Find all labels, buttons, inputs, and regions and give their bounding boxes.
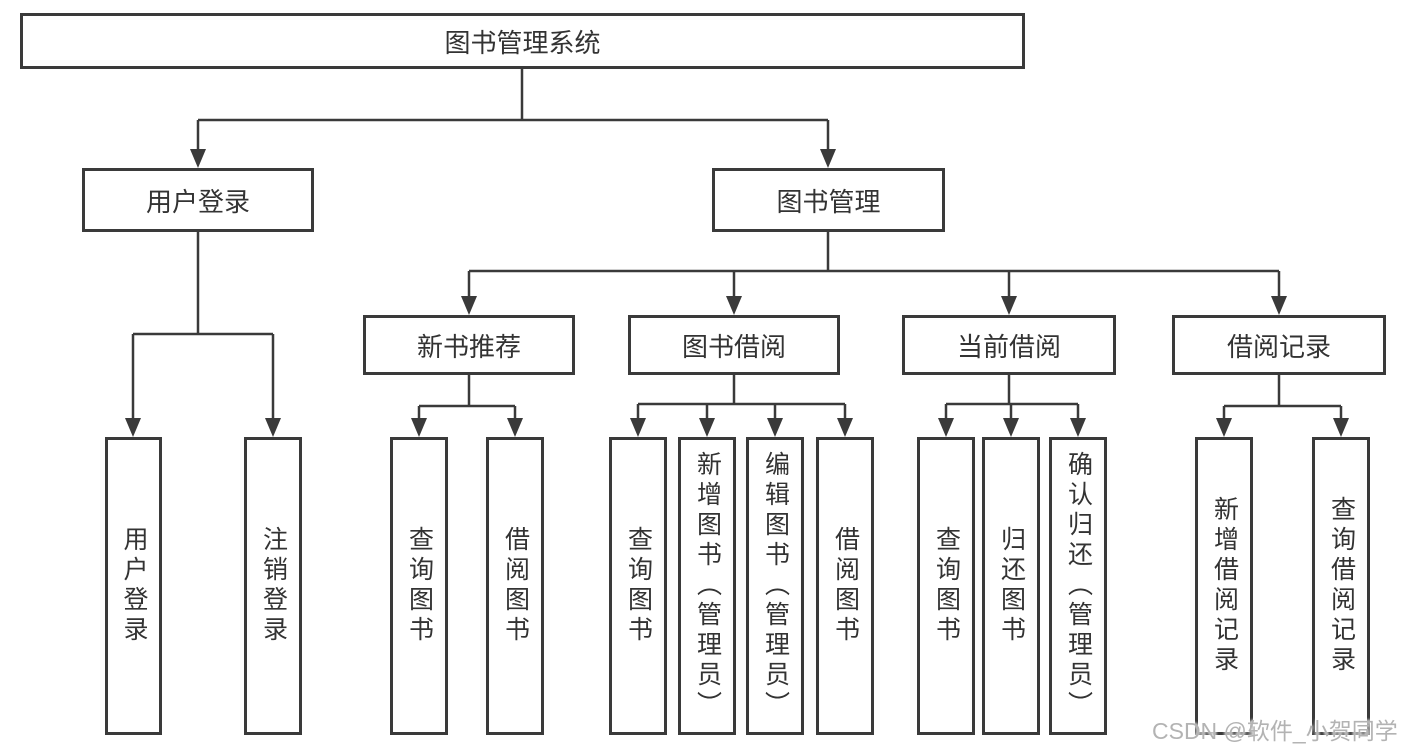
node-label: 查询借阅记录 (1327, 496, 1356, 676)
node-edit-books-admin-leaf: 编辑图书（管理员） (746, 437, 804, 735)
node-book-management-group: 图书管理 (712, 168, 945, 232)
arrowhead-icon (726, 296, 742, 315)
node-label: 图书借阅 (681, 331, 786, 362)
arrowhead-icon (820, 149, 836, 168)
node-book-borrow-group: 图书借阅 (628, 315, 840, 375)
arrowhead-icon (1333, 418, 1349, 437)
arrowhead-icon (837, 418, 853, 437)
node-query-books-leaf: 查询图书 (917, 437, 975, 735)
node-borrow-records-group: 借阅记录 (1172, 315, 1386, 375)
node-label: 新增图书（管理员） (693, 451, 722, 721)
node-add-borrow-record-leaf: 新增借阅记录 (1195, 437, 1253, 735)
node-new-book-recommend-group: 新书推荐 (363, 315, 575, 375)
arrowhead-icon (507, 418, 523, 437)
node-current-borrow-group: 当前借阅 (902, 315, 1116, 375)
node-query-books-leaf: 查询图书 (390, 437, 448, 735)
node-label: 用户登录 (120, 526, 148, 646)
node-label: 借阅图书 (831, 526, 860, 646)
arrowhead-icon (1003, 418, 1019, 437)
node-borrow-books-leaf: 借阅图书 (816, 437, 874, 735)
node-label: 查询图书 (932, 526, 961, 646)
node-label: 确认归还（管理员） (1064, 451, 1093, 721)
node-logout-leaf: 注销登录 (244, 437, 302, 735)
node-label: 用户登录 (145, 186, 250, 217)
node-library-management-system: 图书管理系统 (20, 13, 1025, 69)
node-label: 借阅图书 (501, 526, 530, 646)
arrowheads-group (125, 149, 1349, 437)
node-label: 注销登录 (259, 526, 288, 646)
node-label: 图书管理系统 (444, 27, 601, 58)
node-label: 当前借阅 (956, 331, 1061, 362)
node-label: 新书推荐 (416, 331, 521, 362)
arrowhead-icon (1216, 418, 1232, 437)
node-borrow-books-leaf: 借阅图书 (486, 437, 544, 735)
csdn-watermark: CSDN @软件_小贺同学 (1152, 718, 1398, 744)
node-label: 查询图书 (405, 526, 434, 646)
node-add-books-admin-leaf: 新增图书（管理员） (678, 437, 736, 735)
node-user-login-leaf: 用户登录 (105, 437, 162, 735)
arrowhead-icon (699, 418, 715, 437)
arrowhead-icon (1070, 418, 1086, 437)
node-label: 编辑图书（管理员） (761, 451, 790, 721)
node-label: 查询图书 (624, 526, 653, 646)
node-user-login-group: 用户登录 (82, 168, 314, 232)
arrowhead-icon (190, 149, 206, 168)
arrowhead-icon (1271, 296, 1287, 315)
node-query-borrow-record-leaf: 查询借阅记录 (1312, 437, 1370, 735)
node-label: 图书管理 (776, 186, 881, 217)
connector-lines (131, 69, 1343, 420)
arrowhead-icon (461, 296, 477, 315)
node-label: 新增借阅记录 (1210, 496, 1239, 676)
node-label: 归还图书 (997, 526, 1026, 646)
arrowhead-icon (938, 418, 954, 437)
node-label: 借阅记录 (1226, 331, 1331, 362)
arrowhead-icon (630, 418, 646, 437)
node-confirm-return-admin-leaf: 确认归还（管理员） (1049, 437, 1107, 735)
arrowhead-icon (1001, 296, 1017, 315)
arrowhead-icon (411, 418, 427, 437)
node-query-books-leaf: 查询图书 (609, 437, 667, 735)
node-return-books-leaf: 归还图书 (982, 437, 1040, 735)
arrowhead-icon (767, 418, 783, 437)
arrowhead-icon (125, 418, 141, 437)
arrowhead-icon (265, 418, 281, 437)
